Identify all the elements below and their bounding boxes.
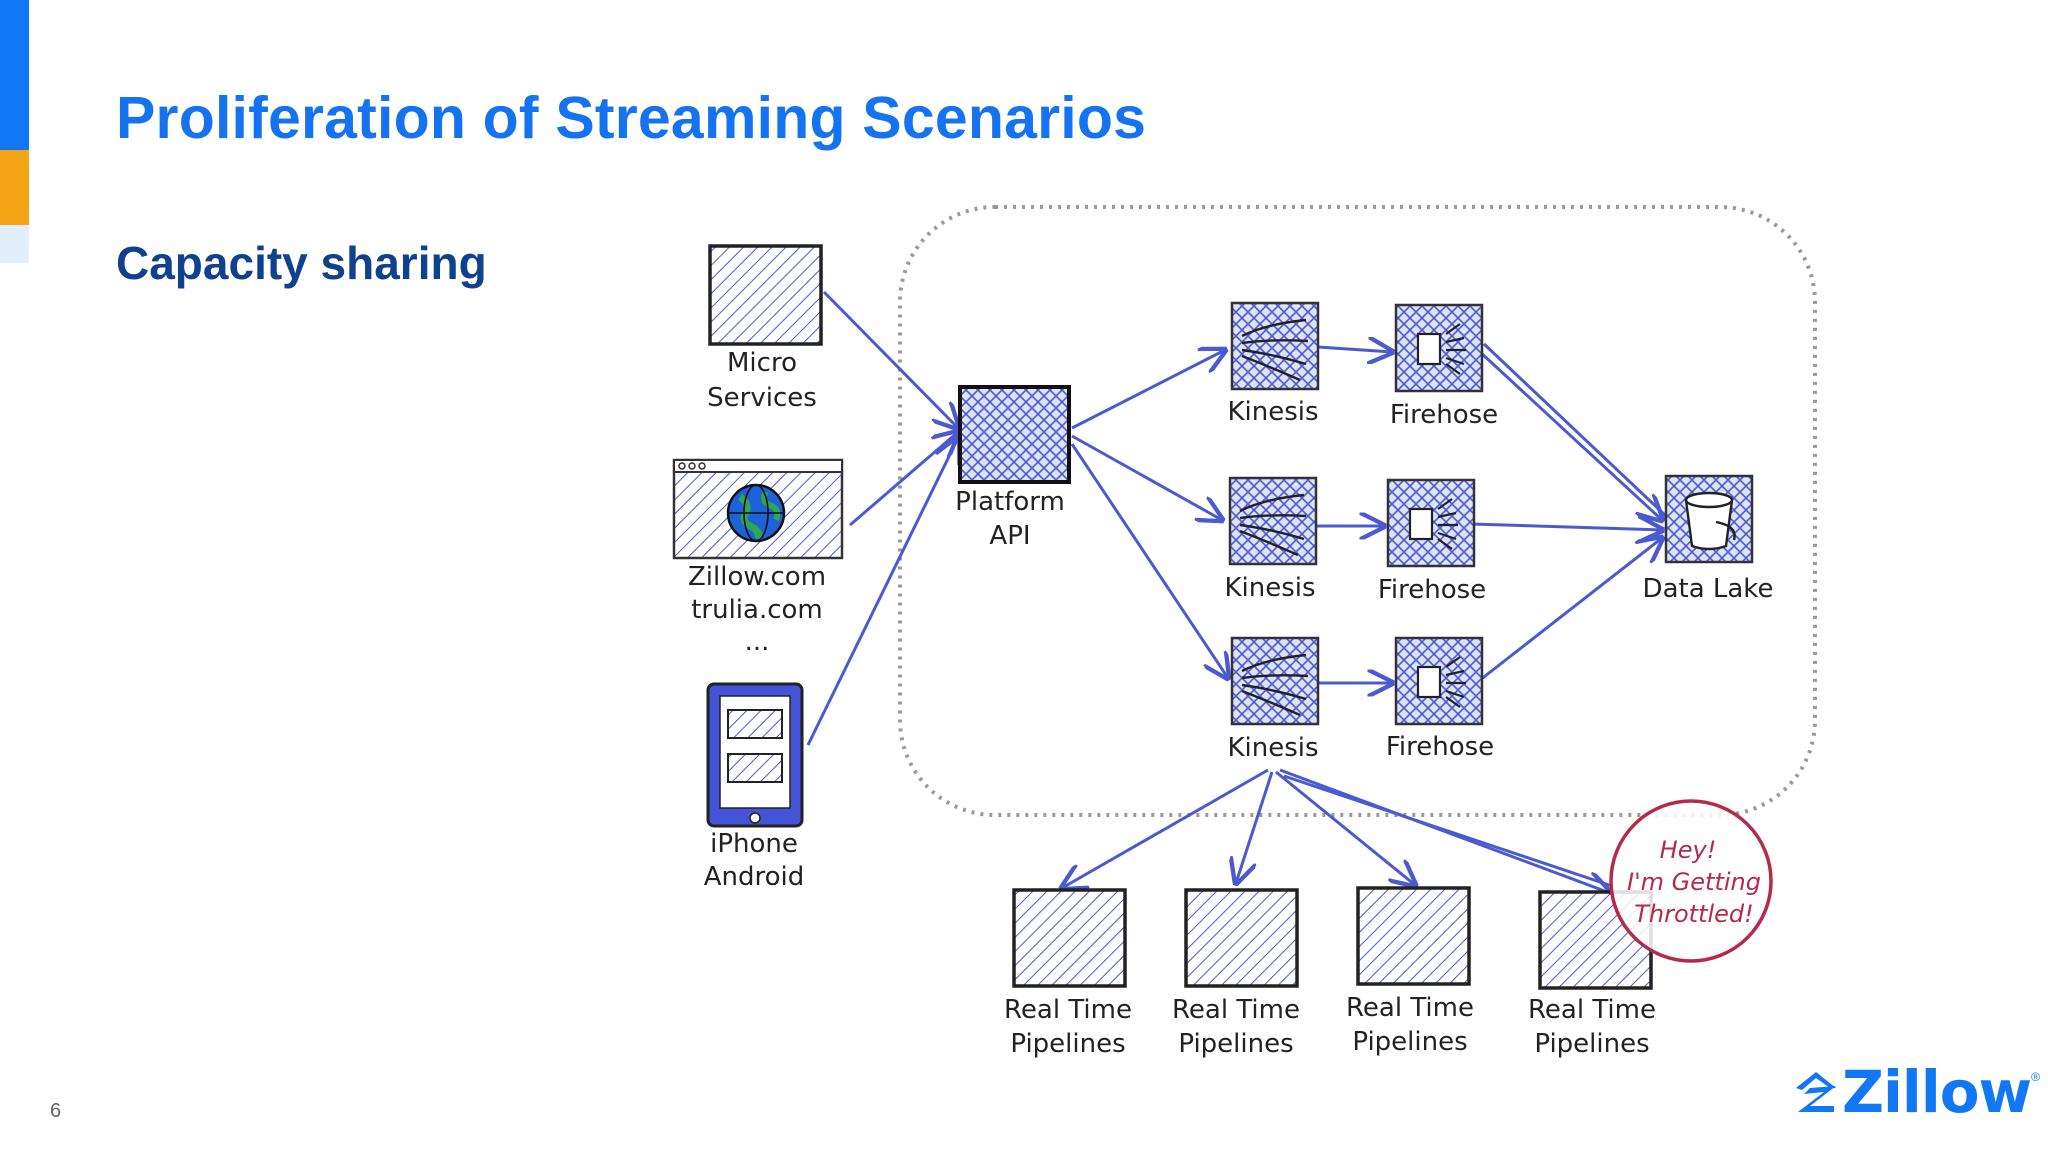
throttle-text: Throttled! — [1634, 900, 1754, 928]
kinesis-label: Kinesis — [1227, 397, 1318, 427]
platform-api: Platform API — [955, 385, 1071, 551]
firehose-icon — [1408, 498, 1458, 550]
accent-bar-orange — [0, 150, 29, 225]
platform-api-label: API — [989, 521, 1030, 551]
source-mobile: iPhone Android — [704, 682, 805, 892]
zillow-logo: Zillow ® — [1790, 1058, 2040, 1126]
firehose-icon — [1416, 323, 1466, 375]
source-label: Services — [707, 383, 817, 413]
firehose-label: Firehose — [1386, 732, 1494, 762]
arrow-kinesis-to-pipeline-2 — [1236, 771, 1274, 883]
accent-bar-blue — [0, 0, 29, 150]
arrow-firehose-1-to-lake — [1478, 350, 1662, 520]
kinesis-label: Kinesis — [1227, 733, 1318, 763]
firehose-node: Firehose — [1386, 636, 1494, 762]
pipeline-node: Real Time Pipelines — [1004, 888, 1132, 1059]
arrow-kinesis-to-pipeline-4b — [1283, 774, 1613, 888]
stream-icon — [1239, 493, 1307, 557]
throttle-callout: Hey! I'm Getting Throttled! — [1609, 799, 1773, 963]
pipeline-label: Pipelines — [1352, 1027, 1467, 1057]
globe-icon — [726, 483, 786, 543]
arrow-firehose-3-to-lake — [1479, 538, 1662, 682]
zillow-house-icon — [1796, 1072, 1836, 1112]
firehose-label: Firehose — [1378, 575, 1486, 605]
pipeline-label: Pipelines — [1010, 1029, 1125, 1059]
page-number: 6 — [50, 1100, 62, 1122]
pipeline-label: Real Time — [1004, 995, 1132, 1025]
arrow-firehose-2-to-lake — [1471, 524, 1662, 530]
firehose-node: Firehose — [1378, 478, 1486, 605]
source-label: Micro — [727, 348, 797, 378]
arrow-firehose-1-to-lake-b — [1482, 342, 1668, 518]
pipeline-label: Real Time — [1346, 993, 1474, 1023]
arrow-api-to-kinesis-2 — [1071, 434, 1222, 520]
arrow-mobile-to-api — [806, 438, 958, 746]
source-websites: Zillow.com trulia.com ... — [672, 458, 844, 657]
logo-registered-mark: ® — [2031, 1070, 2040, 1084]
arrow-micro-to-api — [822, 290, 958, 428]
platform-api-label: Platform — [955, 487, 1065, 517]
slide-title: Proliferation of Streaming Scenarios — [116, 85, 1147, 151]
kinesis-label: Kinesis — [1224, 573, 1315, 603]
arrow-kinesis-to-firehose-1 — [1317, 347, 1392, 352]
throttle-text: Hey! — [1660, 836, 1717, 864]
stream-icon — [1241, 318, 1309, 382]
kinesis-node: Kinesis — [1224, 476, 1318, 603]
data-lake-label: Data Lake — [1643, 574, 1774, 604]
platform-boundary — [898, 205, 1817, 817]
source-label: Zillow.com — [688, 562, 826, 592]
firehose-label: Firehose — [1390, 400, 1498, 430]
kinesis-node: Kinesis — [1227, 636, 1320, 763]
source-label: Android — [704, 862, 805, 892]
stream-icon — [1241, 653, 1309, 717]
logo-text: Zillow — [1842, 1058, 2032, 1126]
accent-bar-light — [0, 225, 29, 263]
bucket-icon — [1684, 491, 1736, 551]
arrow-api-to-kinesis-3 — [1070, 443, 1228, 678]
kinesis-node: Kinesis — [1227, 301, 1320, 427]
arrow-kinesis-to-pipeline-1 — [1062, 768, 1269, 888]
pipeline-label: Real Time — [1172, 995, 1300, 1025]
source-label: iPhone — [710, 829, 798, 859]
firehose-node: Firehose — [1390, 303, 1498, 430]
pipeline-node: Real Time Pipelines — [1172, 888, 1300, 1059]
connectors — [806, 290, 1668, 893]
arrow-web-to-api — [849, 432, 958, 527]
pipeline-node: Real Time Pipelines — [1346, 886, 1474, 1057]
source-label: ... — [745, 627, 770, 657]
slide-subtitle: Capacity sharing — [116, 237, 487, 289]
pipeline-label: Real Time — [1528, 995, 1656, 1025]
throttle-text: I'm Getting — [1627, 868, 1761, 896]
pipeline-label: Pipelines — [1534, 1029, 1649, 1059]
data-lake: Data Lake — [1643, 474, 1774, 604]
firehose-icon — [1416, 656, 1466, 708]
arrow-kinesis-to-pipeline-3 — [1275, 770, 1415, 885]
phone-icon — [706, 682, 804, 828]
arrow-api-to-kinesis-1 — [1071, 350, 1225, 430]
source-label: trulia.com — [691, 595, 823, 625]
pipeline-label: Pipelines — [1178, 1029, 1293, 1059]
source-micro-services: Micro Services — [707, 244, 823, 413]
